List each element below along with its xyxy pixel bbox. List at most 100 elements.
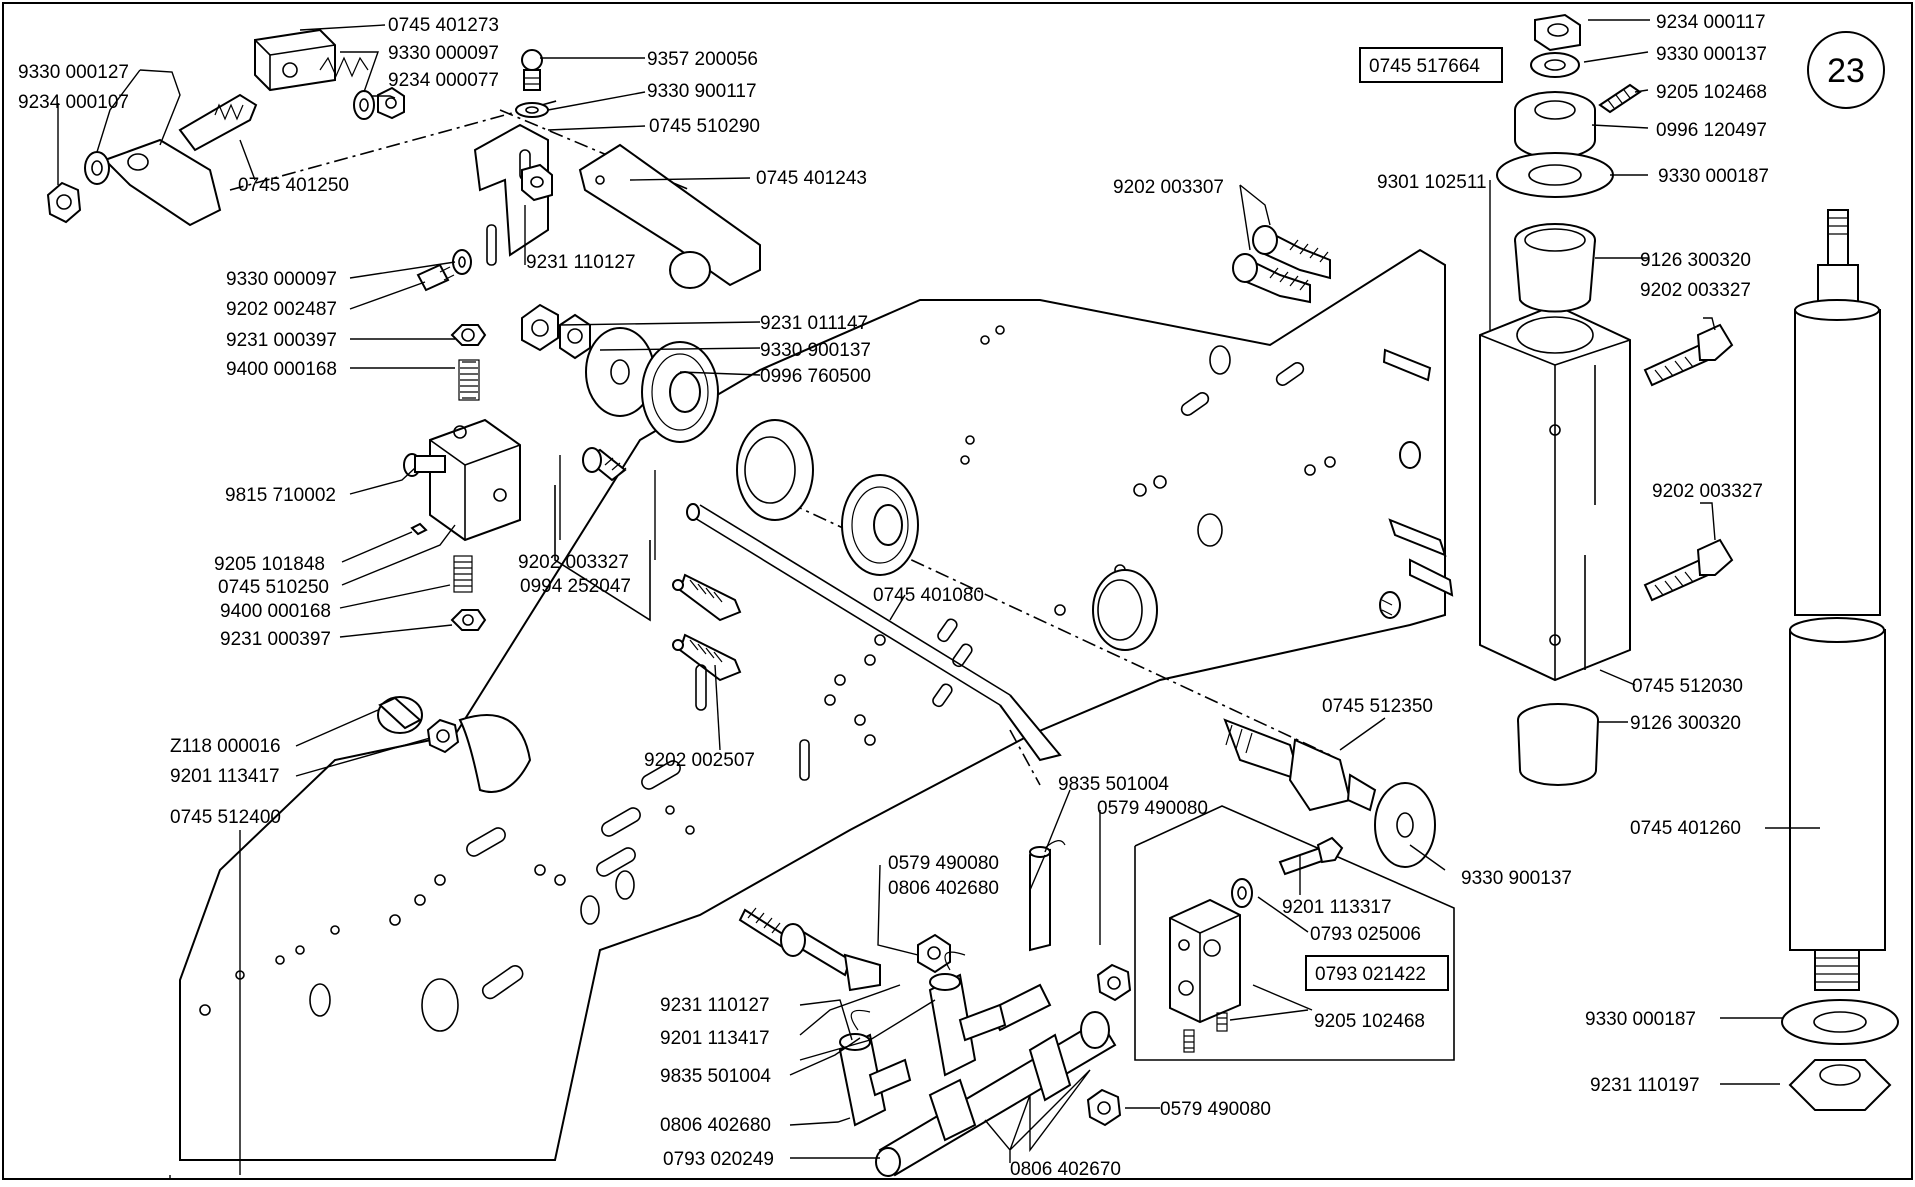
assembly-box-sub: 0793 021422 bbox=[1305, 955, 1449, 991]
screw-9202-003327-lower bbox=[1643, 538, 1734, 602]
washer-9330-900137-right bbox=[1374, 782, 1436, 868]
washer-9330-000137 bbox=[1530, 52, 1580, 78]
assembly-number-sub: 0793 021422 bbox=[1315, 964, 1426, 985]
connector-0806-402680-lower bbox=[838, 1009, 912, 1127]
label-9231-110197: 9231 110197 bbox=[1590, 1075, 1700, 1096]
nut-9201-113417-left bbox=[426, 718, 460, 754]
nut-9231-000397-bottom bbox=[450, 609, 487, 631]
sleeve-9126-300320-top bbox=[1514, 223, 1596, 313]
label-9330-000127: 9330 000127 bbox=[18, 62, 129, 83]
label-0994-252047: 0994 252047 bbox=[520, 576, 631, 597]
bolt-9231-110127-lower bbox=[738, 907, 881, 992]
shaft-0745-401260 bbox=[1789, 209, 1886, 991]
nut-0579-490080-bottom bbox=[1086, 1088, 1122, 1127]
label-9205-102468-sub: 9205 102468 bbox=[1314, 1011, 1425, 1032]
label-9126-300320-top: 9126 300320 bbox=[1640, 250, 1751, 271]
label-9330-900137-a: 9330 900137 bbox=[760, 340, 871, 361]
screw-9202-002507-b bbox=[672, 633, 742, 711]
page-number: 23 bbox=[1827, 52, 1865, 90]
screw-9202-003307-b bbox=[1232, 253, 1311, 304]
shaft-0745-512350 bbox=[1223, 718, 1377, 812]
page-number-badge: 23 bbox=[1807, 31, 1885, 109]
centerline-link bbox=[1009, 729, 1041, 786]
spring-9400-000168-top bbox=[458, 359, 480, 401]
nut-9231-110197 bbox=[1788, 1059, 1892, 1111]
label-9330-000097-top: 9330 000097 bbox=[388, 43, 499, 64]
block-0745-401273 bbox=[254, 28, 336, 92]
nut-9231-000397-top bbox=[450, 324, 487, 346]
label-9330-900137-right: 9330 900137 bbox=[1461, 868, 1572, 889]
label-0745-512400: 0745 512400 bbox=[170, 807, 281, 828]
label-0745-510250: 0745 510250 bbox=[218, 577, 329, 598]
label-9202-003327-upper: 9202 003327 bbox=[1640, 280, 1751, 301]
nut-0579-490080-top bbox=[917, 933, 951, 974]
part-labels: 0745 401273 9330 000097 9357 200056 9330… bbox=[18, 12, 1769, 1180]
spring-9205-102468-sub bbox=[1183, 1012, 1228, 1053]
linkage-0806-402670 bbox=[875, 983, 1117, 1177]
label-9205-102468-top: 9205 102468 bbox=[1656, 82, 1767, 103]
label-9330-000187-bottom: 9330 000187 bbox=[1585, 1009, 1696, 1030]
nut-9234-000077 bbox=[377, 86, 405, 120]
label-9301-102511: 9301 102511 bbox=[1377, 172, 1487, 193]
label-0745-510290: 0745 510290 bbox=[649, 116, 760, 137]
label-0579-490080-top: 0579 490080 bbox=[1097, 798, 1208, 819]
label-9815-710002: 9815 710002 bbox=[225, 485, 336, 506]
label-9330-900117: 9330 900117 bbox=[647, 81, 757, 102]
label-9234-000077: 9234 000077 bbox=[388, 70, 499, 91]
screw-9202-002507-a bbox=[672, 573, 742, 622]
label-9330-000097-mid: 9330 000097 bbox=[226, 269, 337, 290]
label-0806-402670: 0806 402670 bbox=[1010, 1159, 1121, 1180]
nut-9234-000107 bbox=[46, 181, 82, 224]
label-9231-110127-lower: 9231 110127 bbox=[660, 995, 770, 1016]
screw-9202-003327-upper bbox=[1643, 323, 1734, 387]
pins-plate bbox=[1379, 348, 1454, 619]
subassembly-frame bbox=[1134, 805, 1455, 1061]
arm-0745-401243 bbox=[578, 143, 761, 289]
label-0745-512030: 0745 512030 bbox=[1632, 676, 1743, 697]
pin-9205-101848 bbox=[410, 522, 428, 536]
sleeve-Z118-000016 bbox=[377, 696, 423, 734]
nut-0579-490080-right bbox=[1096, 963, 1132, 1002]
label-9835-501004-top: 9835 501004 bbox=[1058, 774, 1169, 795]
nut-9231-110127-top bbox=[521, 163, 553, 202]
label-9202-002487: 9202 002487 bbox=[226, 299, 337, 320]
label-0793-020249: 0793 020249 bbox=[663, 1149, 774, 1170]
bushing-0996-120497 bbox=[1514, 91, 1596, 159]
label-9357-200056: 9357 200056 bbox=[647, 49, 758, 70]
screw-9815-710002 bbox=[403, 453, 446, 477]
label-9202-003327-mid: 9202 003327 bbox=[518, 552, 629, 573]
label-9231-110127-top: 9231 110127 bbox=[526, 252, 636, 273]
label-0745-401260: 0745 401260 bbox=[1630, 818, 1741, 839]
pin-9835-501004-top bbox=[1029, 840, 1066, 952]
centerline-lever bbox=[229, 99, 561, 191]
connector-0806-402680-upper bbox=[928, 951, 1007, 1077]
label-Z118-000016: Z118 000016 bbox=[170, 736, 281, 757]
label-9202-003327-lower: 9202 003327 bbox=[1652, 481, 1763, 502]
washer-9330-000187-bottom bbox=[1781, 999, 1899, 1045]
label-0579-490080-bottom: 0579 490080 bbox=[1160, 1099, 1271, 1120]
leader-lines bbox=[57, 19, 1820, 1180]
label-9231-011147: 9231 011147 bbox=[760, 313, 868, 334]
label-9202-002507: 9202 002507 bbox=[644, 750, 755, 771]
label-0806-402680-top: 0806 402680 bbox=[888, 878, 999, 899]
bearing-mid bbox=[841, 474, 919, 576]
washer-0793-025006 bbox=[1231, 878, 1253, 908]
stud-0994-252047 bbox=[582, 447, 627, 482]
sleeve-9126-300320-bottom bbox=[1517, 703, 1599, 786]
assembly-box-main: 0745 517664 bbox=[1359, 47, 1503, 83]
bolt-9201-113317 bbox=[1278, 836, 1344, 876]
lever-0745-401250 bbox=[103, 93, 258, 227]
label-0996-120497: 0996 120497 bbox=[1656, 120, 1767, 141]
label-0745-401080: 0745 401080 bbox=[873, 585, 984, 606]
label-0745-512350: 0745 512350 bbox=[1322, 696, 1433, 717]
hole-ring-mid bbox=[1092, 569, 1158, 651]
washer-9330-900137-a bbox=[559, 313, 591, 360]
washer-9330-900117 bbox=[515, 102, 549, 118]
label-9126-300320-bottom: 9126 300320 bbox=[1630, 713, 1741, 734]
label-9234-000117: 9234 000117 bbox=[1656, 12, 1766, 33]
slotted-lug bbox=[458, 714, 532, 793]
label-9330-000137: 9330 000137 bbox=[1656, 44, 1767, 65]
washer-9330-000097-mid bbox=[452, 249, 472, 275]
label-0745-401273: 0745 401273 bbox=[388, 15, 499, 36]
